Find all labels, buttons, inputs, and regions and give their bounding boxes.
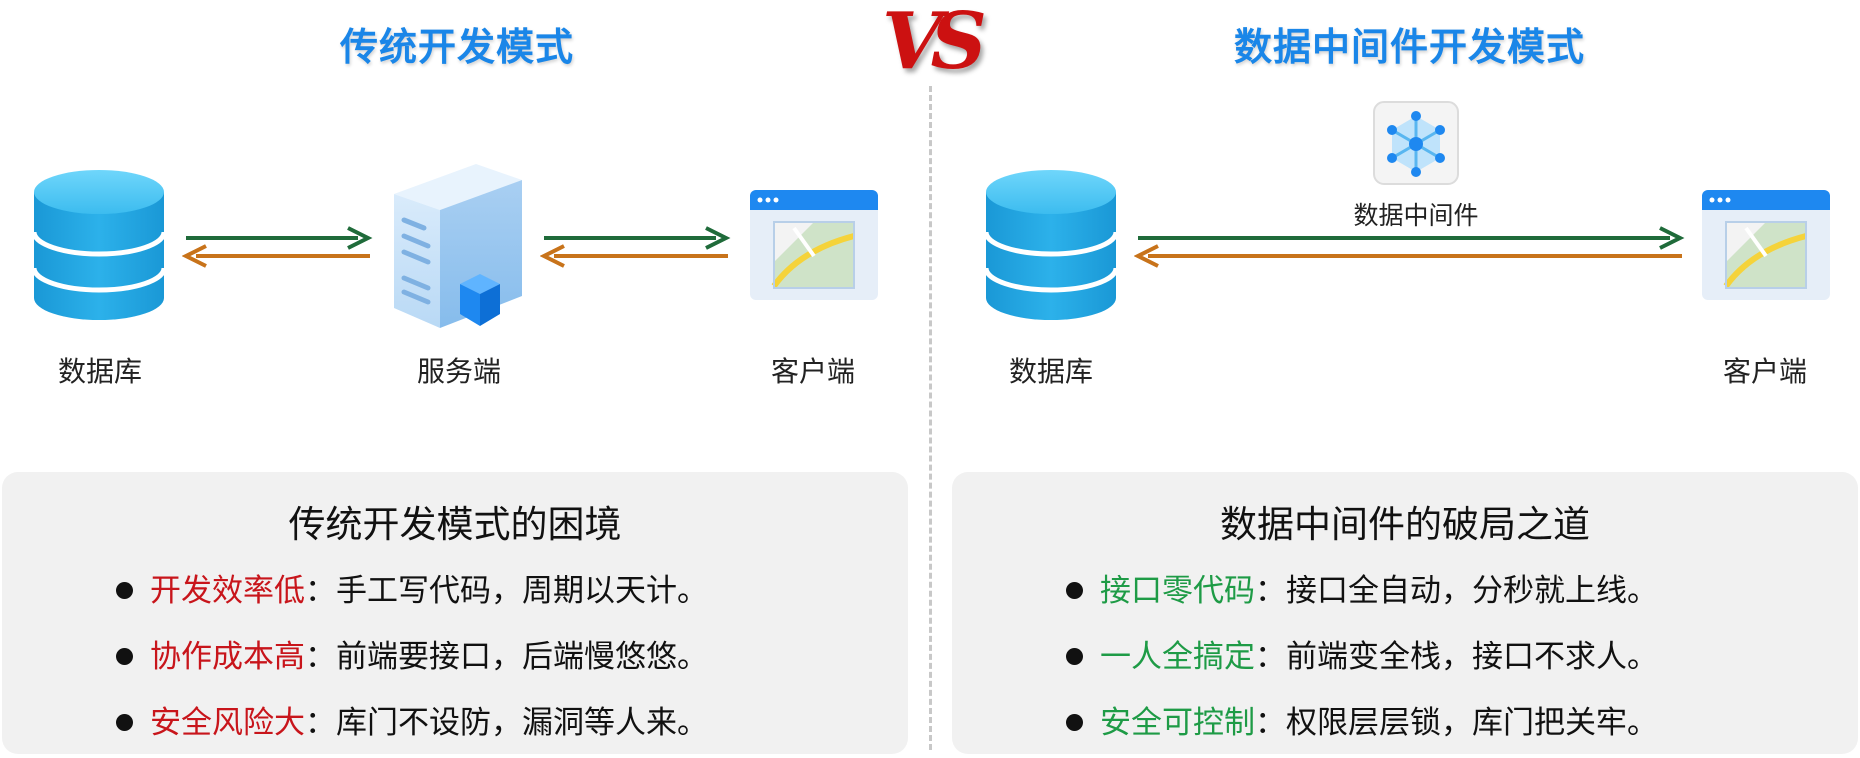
bullet-dot xyxy=(1066,648,1083,665)
vs-badge: VS xyxy=(882,0,987,87)
right-panel-heading: 数据中间件的破局之道 xyxy=(1220,503,1590,546)
problem-label: 开发效率低 xyxy=(150,573,305,609)
solution-label: 一人全搞定 xyxy=(1100,639,1255,675)
problem-label: 安全风险大 xyxy=(150,705,305,741)
item-separator: ： xyxy=(1255,573,1286,609)
hexagon-network-icon xyxy=(1372,100,1460,186)
list-item: 一人全搞定：前端变全栈，接口不求人。 xyxy=(1066,626,1658,692)
database-label: 数据库 xyxy=(1008,355,1093,388)
left-title: 传统开发模式 xyxy=(340,25,575,69)
right-title: 数据中间件开发模式 xyxy=(1234,25,1586,69)
center-divider xyxy=(929,86,932,750)
client-label: 客户端 xyxy=(1722,355,1807,388)
browser-map-window-icon xyxy=(1702,190,1830,300)
middleware-label: 数据中间件 xyxy=(1353,201,1479,230)
list-item: 安全风险大：库门不设防，漏洞等人来。 xyxy=(116,692,708,758)
problem-text: 库门不设防，漏洞等人来。 xyxy=(336,705,708,741)
server-label: 服务端 xyxy=(416,355,501,388)
item-separator: ： xyxy=(305,573,336,609)
problem-text: 手工写代码，周期以天计。 xyxy=(336,573,708,609)
list-item: 接口零代码：接口全自动，分秒就上线。 xyxy=(1066,560,1658,626)
database-icon xyxy=(32,170,166,322)
list-item: 安全可控制：权限层层锁，库门把关牢。 xyxy=(1066,692,1658,758)
solution-text: 前端变全栈，接口不求人。 xyxy=(1286,639,1658,675)
bullet-dot xyxy=(1066,714,1083,731)
solution-text: 接口全自动，分秒就上线。 xyxy=(1286,573,1658,609)
sync-arrows-server-client xyxy=(540,222,732,270)
item-separator: ： xyxy=(305,705,336,741)
solution-label: 接口零代码 xyxy=(1100,573,1255,609)
problem-text: 前端要接口，后端慢悠悠。 xyxy=(336,639,708,675)
browser-map-window-icon xyxy=(750,190,878,300)
bullet-dot xyxy=(116,582,133,599)
bullet-dot xyxy=(116,648,133,665)
problem-list: 开发效率低：手工写代码，周期以天计。 协作成本高：前端要接口，后端慢悠悠。 安全… xyxy=(116,560,708,758)
item-separator: ： xyxy=(305,639,336,675)
bullet-dot xyxy=(116,714,133,731)
item-separator: ： xyxy=(1255,639,1286,675)
left-panel-heading: 传统开发模式的困境 xyxy=(288,503,622,546)
item-separator: ： xyxy=(1255,705,1286,741)
solution-text: 权限层层锁，库门把关牢。 xyxy=(1286,705,1658,741)
server-tower-icon xyxy=(390,158,526,330)
bullet-dot xyxy=(1066,582,1083,599)
left-problems-panel: 传统开发模式的困境 开发效率低：手工写代码，周期以天计。 协作成本高：前端要接口… xyxy=(2,472,908,754)
database-label: 数据库 xyxy=(57,355,142,388)
sync-arrows-db-server xyxy=(182,222,374,270)
list-item: 协作成本高：前端要接口，后端慢悠悠。 xyxy=(116,626,708,692)
solution-label: 安全可控制 xyxy=(1100,705,1255,741)
list-item: 开发效率低：手工写代码，周期以天计。 xyxy=(116,560,708,626)
database-icon xyxy=(984,170,1118,322)
right-solutions-panel: 数据中间件的破局之道 接口零代码：接口全自动，分秒就上线。 一人全搞定：前端变全… xyxy=(952,472,1858,754)
solution-list: 接口零代码：接口全自动，分秒就上线。 一人全搞定：前端变全栈，接口不求人。 安全… xyxy=(1066,560,1658,758)
client-label: 客户端 xyxy=(770,355,855,388)
problem-label: 协作成本高 xyxy=(150,639,305,675)
sync-arrows-db-client xyxy=(1134,222,1686,270)
